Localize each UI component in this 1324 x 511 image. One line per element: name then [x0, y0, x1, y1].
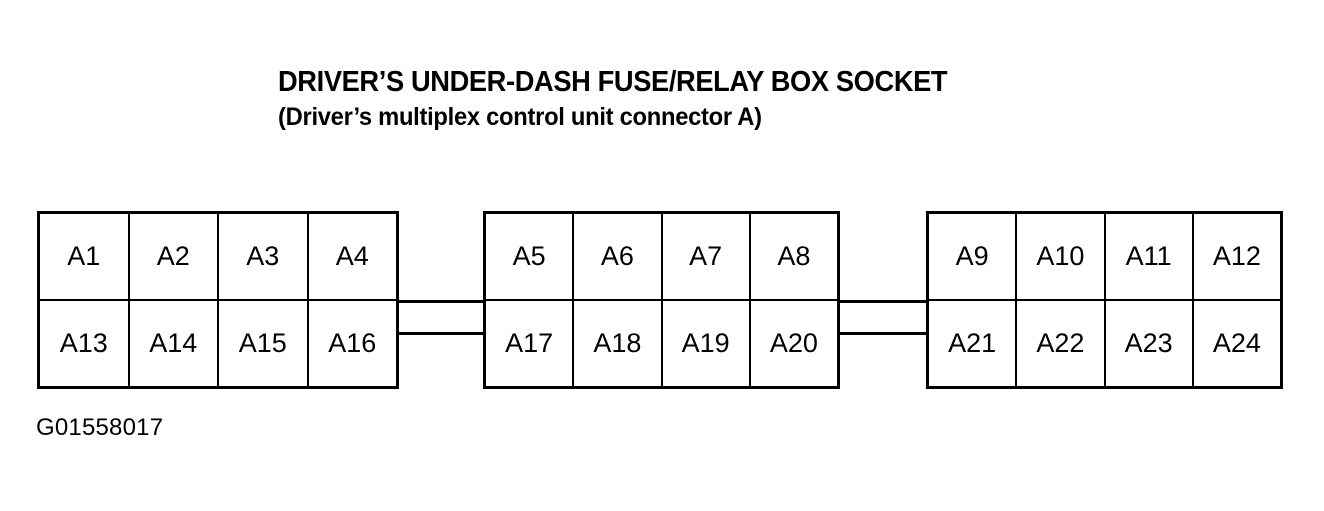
- bridge-line-upper-2-3: [838, 300, 929, 303]
- pin-cell-a3[interactable]: A3: [219, 214, 309, 299]
- connector-block-1: A1 A2 A3 A4 A13 A14 A15 A16: [37, 211, 399, 389]
- pin-cell-a22[interactable]: A22: [1017, 301, 1106, 386]
- bridge-line-lower-2-3: [838, 332, 929, 335]
- page-title: DRIVER’S UNDER-DASH FUSE/RELAY BOX SOCKE…: [278, 66, 948, 98]
- pin-cell-a1[interactable]: A1: [40, 214, 130, 299]
- pin-cell-a6[interactable]: A6: [574, 214, 663, 299]
- pin-row-bottom-block-1: A13 A14 A15 A16: [40, 299, 396, 386]
- pin-cell-a13[interactable]: A13: [40, 301, 130, 386]
- pin-cell-a16[interactable]: A16: [328, 328, 377, 358]
- pin-cell-a9[interactable]: A9: [929, 214, 1018, 299]
- pin-cell-a23[interactable]: A23: [1106, 301, 1194, 386]
- page-subtitle: (Driver’s multiplex control unit connect…: [278, 103, 762, 131]
- pin-cell-a5[interactable]: A5: [486, 214, 575, 299]
- pin-cell-a10[interactable]: A10: [1017, 214, 1106, 299]
- pin-cell-a12[interactable]: A12: [1212, 241, 1261, 271]
- pin-cell-a15[interactable]: A15: [219, 301, 309, 386]
- pin-cell-a18[interactable]: A18: [574, 301, 663, 386]
- pin-cell-a20[interactable]: A20: [769, 328, 818, 358]
- connector-block-2: A5 A6 A7 A8 A17 A18 A19 A20: [483, 211, 840, 389]
- pin-cell-a19[interactable]: A19: [663, 301, 751, 386]
- pin-cell-a17[interactable]: A17: [486, 301, 575, 386]
- pin-cell-a8[interactable]: A8: [777, 241, 811, 271]
- pin-cell-a11[interactable]: A11: [1106, 214, 1194, 299]
- pin-cell-a4[interactable]: A4: [335, 241, 369, 271]
- bridge-line-lower-1-2: [396, 332, 486, 335]
- connector-block-3: A9 A10 A11 A12 A21 A22 A23 A24: [926, 211, 1283, 389]
- pin-cell-a2[interactable]: A2: [130, 214, 219, 299]
- pin-cell-a24[interactable]: A24: [1212, 328, 1261, 358]
- title-block: DRIVER’S UNDER-DASH FUSE/RELAY BOX SOCKE…: [278, 66, 1178, 132]
- pin-row-top-block-2: A5 A6 A7 A8: [486, 214, 837, 299]
- pin-cell-a14[interactable]: A14: [130, 301, 219, 386]
- figure-id-caption: G01558017: [36, 414, 164, 441]
- pin-row-bottom-block-3: A21 A22 A23 A24: [929, 299, 1280, 386]
- pin-row-top-block-1: A1 A2 A3 A4: [40, 214, 396, 299]
- pin-row-bottom-block-2: A17 A18 A19 A20: [486, 299, 837, 386]
- bridge-line-upper-1-2: [396, 300, 486, 303]
- pin-cell-a21[interactable]: A21: [929, 301, 1018, 386]
- pin-cell-a7[interactable]: A7: [663, 214, 751, 299]
- pin-row-top-block-3: A9 A10 A11 A12: [929, 214, 1280, 299]
